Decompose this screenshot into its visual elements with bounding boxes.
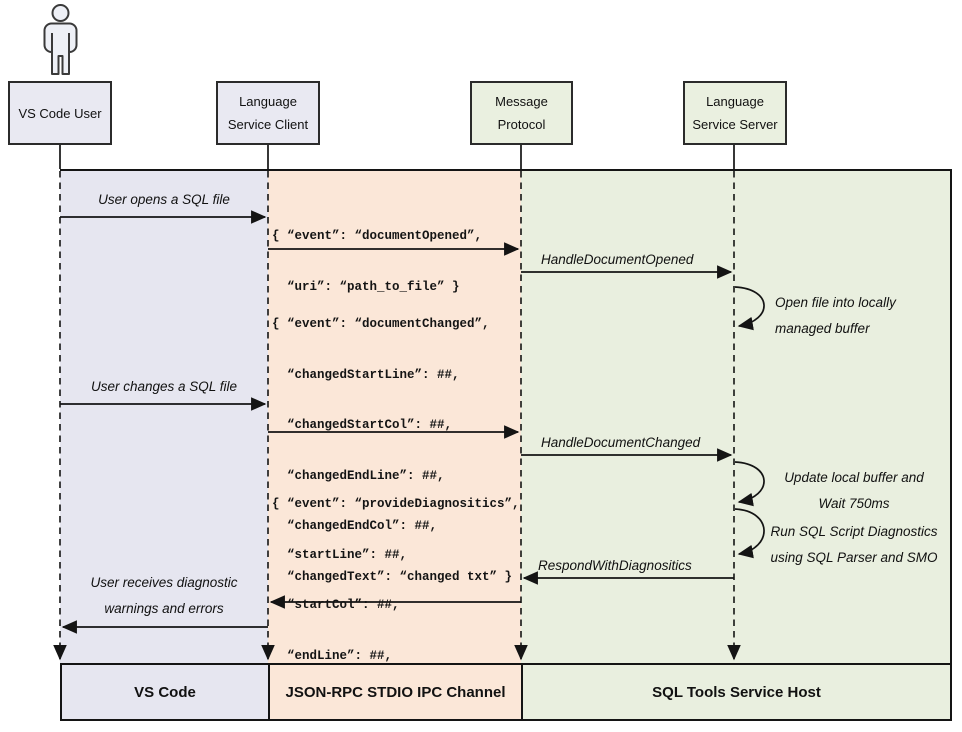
actor-box-language-service-server: Language Service Server — [683, 81, 787, 145]
actor-label: VS Code User — [18, 105, 102, 121]
actor-box-message-protocol: Message Protocol — [470, 81, 573, 145]
note-update-buffer: Update local buffer and Wait 750ms — [784, 470, 924, 511]
footer-service-host: SQL Tools Service Host — [521, 665, 950, 719]
actor-label: Language — [706, 94, 764, 109]
self-call-loops — [734, 286, 765, 559]
label-user-opens: User opens a SQL file — [98, 192, 230, 207]
footer-ipc-channel: JSON-RPC STDIO IPC Channel — [268, 665, 521, 719]
note-run-diagnostics: Run SQL Script Diagnostics using SQL Par… — [770, 524, 938, 565]
footer-row: VS Code JSON-RPC STDIO IPC Channel SQL T… — [60, 663, 952, 721]
lifeline-end-arrows — [53, 645, 741, 661]
actor-label: Protocol — [497, 117, 546, 132]
person-icon — [43, 4, 78, 75]
loop-update-buffer — [734, 461, 765, 507]
actor-box-vscode-user: VS Code User — [8, 81, 112, 145]
label-respond-with-diagnostics: RespondWithDiagnositics — [538, 558, 692, 573]
lifeline-stubs — [59, 145, 735, 169]
json-document-changed: { “event”: “documentChanged”, “changedSt… — [272, 317, 513, 584]
actor-label: Service Client — [227, 117, 309, 132]
swimlane-bands — [60, 169, 952, 721]
actor-label: Service Server — [692, 117, 778, 132]
label-user-changes: User changes a SQL file — [90, 379, 238, 394]
band-service-host — [521, 171, 950, 721]
label-user-receives: User receives diagnostic warnings and er… — [90, 575, 238, 616]
label-handle-document-opened: HandleDocumentOpened — [541, 252, 694, 267]
loop-open-file — [734, 286, 765, 331]
band-ipc-channel — [268, 171, 521, 721]
json-document-opened: { “event”: “documentOpened”, “uri”: “pat… — [272, 229, 483, 294]
label-handle-document-changed: HandleDocumentChanged — [541, 435, 701, 450]
message-arrows — [60, 210, 734, 634]
actor-label: Message — [495, 94, 548, 109]
note-open-file: Open file into locally managed buffer — [775, 295, 896, 336]
actor-box-language-service-client: Language Service Client — [216, 81, 320, 145]
band-vscode — [60, 171, 268, 721]
loop-run-diagnostics — [734, 508, 765, 559]
footer-vscode: VS Code — [62, 665, 268, 719]
actor-label: Language — [239, 94, 297, 109]
